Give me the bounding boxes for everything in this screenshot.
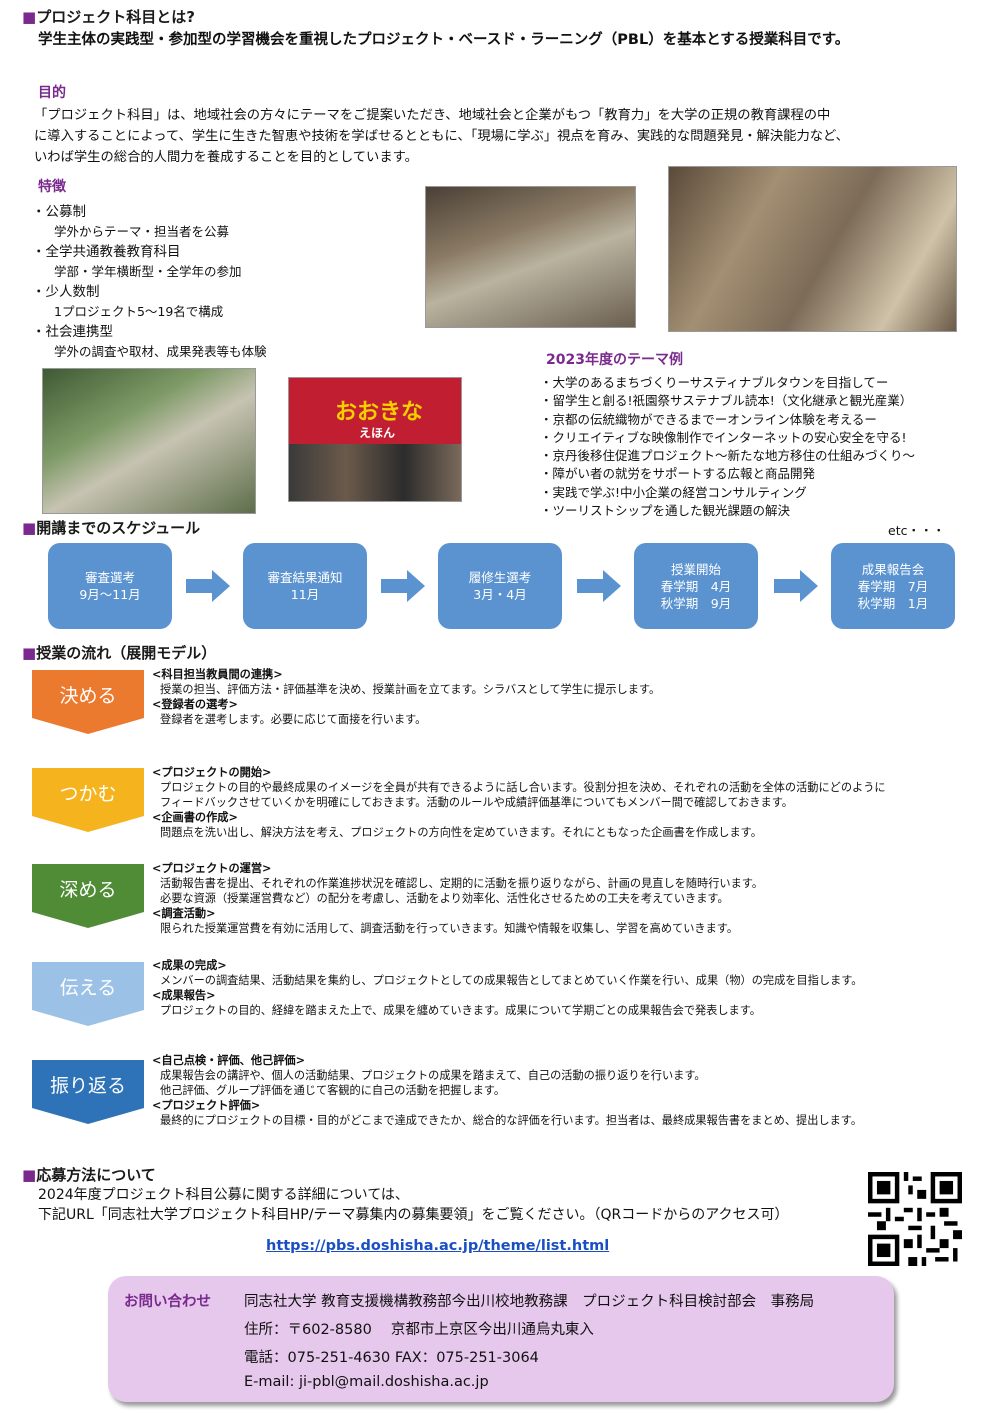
feature-title: ・社会連携型: [32, 324, 113, 340]
apply-text-2: 下記URL「同志社大学プロジェクト科目HP/テーマ募集内の募集要領」をご覧くださ…: [38, 1207, 789, 1223]
theme-item: ・大学のあるまちづくりーサスティナブルタウンを目指してー: [540, 375, 889, 390]
feature-title: ・公募制: [32, 204, 86, 220]
theme-item: ・ツーリストシップを通した観光課題の解決: [540, 503, 791, 519]
theme-item: ・クリエイティブな映像制作でインターネットの安心安全を守る!: [540, 429, 907, 445]
photo-students-bench: [42, 368, 256, 514]
purpose-text: 「プロジェクト科目」は、地域社会の方々にテーマをご提案いただき、地域社会と企業が…: [34, 105, 849, 168]
theme-item: ・京都の伝統織物ができるまでーオンライン体験を考えるー: [540, 411, 877, 427]
theme-item: ・京丹後移住促進プロジェクト～新たな地方移住の仕組みづくり～: [540, 448, 916, 464]
purpose-line: に導入することによって、学生に生きた智恵や技術を学ばせるとともに、「現場に学ぶ」…: [34, 129, 849, 144]
purpose-heading: 目的: [38, 85, 66, 101]
flow-step-reflect: 振り返る: [32, 1060, 144, 1124]
themes-list: ・大学のあるまちづくりーサスティナブルタウンを目指してー ・留学生と創る!祇園祭…: [540, 374, 915, 520]
schedule-step-review: 審査選考 9月～11月: [48, 543, 172, 629]
contact-phone: 電話：075-251-4630 FAX：075-251-3064: [244, 1350, 539, 1366]
flow-text-grasp: <プロジェクトの開始> プロジェクトの目的や最終成果のイメージを全員が共有できる…: [152, 766, 886, 839]
purpose-line: いわば学生の総合的人間力を養成することを目的としています。: [34, 150, 418, 165]
apply-url-link[interactable]: https://pbs.doshisha.ac.jp/theme/list.ht…: [266, 1238, 610, 1254]
schedule-heading: ■開講までのスケジュール: [22, 519, 201, 537]
banner-subtext: えほん: [359, 426, 396, 440]
schedule-step-notice: 審査結果通知 11月: [243, 543, 367, 629]
arrow-right-icon: [381, 570, 425, 602]
flow-text-reflect: <自己点検・評価、他己評価> 成果報告会の講評や、個人の活動結果、プロジェクトの…: [152, 1054, 863, 1127]
flow-text-deepen: <プロジェクトの運営> 活動報告書を提出、それぞれの作業進捗状況を確認し、定期的…: [152, 862, 764, 935]
arrow-right-icon: [774, 570, 818, 602]
features-heading: 特徴: [38, 179, 66, 195]
banner-text: おおきな: [335, 400, 424, 425]
apply-text-1: 2024年度プロジェクト科目公募に関する詳細については、: [38, 1187, 409, 1203]
feature-title: ・全学共通教養教育科目: [32, 244, 181, 260]
bullet-square-icon: ■: [22, 644, 37, 662]
photo-group-banner: おおきな えほん: [288, 377, 462, 502]
bullet-square-icon: ■: [22, 8, 37, 26]
feature-desc: 学外の調査や取材、成果発表等も体験: [54, 344, 267, 359]
flow-text-convey: <成果の完成> メンバーの調査結果、活動結果を集約し、プロジェクトとしての成果報…: [152, 959, 863, 1017]
intro-heading: ■プロジェクト科目とは?: [22, 8, 195, 26]
contact-address: 住所：〒602-8580 京都市上京区今出川通烏丸東入: [244, 1322, 594, 1338]
themes-etc: etc・・・: [888, 523, 945, 538]
intro-subheading: 学生主体の実践型・参加型の学習機会を重視したプロジェクト・ベースド・ラーニング（…: [38, 32, 850, 48]
contact-email[interactable]: E-mail: ji-pbl@mail.doshisha.ac.jp: [244, 1374, 489, 1390]
photo-model-viewing: [425, 186, 636, 328]
themes-heading: 2023年度のテーマ例: [546, 352, 683, 368]
bullet-square-icon: ■: [22, 519, 37, 537]
theme-item: ・留学生と創る!祇園祭サステナブル読本!（文化継承と観光産業）: [540, 393, 913, 409]
flow-heading: ■授業の流れ（展開モデル）: [22, 644, 217, 662]
purpose-line: 「プロジェクト科目」は、地域社会の方々にテーマをご提案いただき、地域社会と企業が…: [34, 108, 831, 123]
flow-step-grasp: つかむ: [32, 768, 144, 832]
feature-title: ・少人数制: [32, 284, 100, 300]
flow-step-deepen: 深める: [32, 864, 144, 928]
bullet-square-icon: ■: [22, 1166, 37, 1184]
arrow-right-icon: [577, 570, 621, 602]
feature-desc: 学外からテーマ・担当者を公募: [54, 224, 230, 239]
qr-code-icon[interactable]: [868, 1172, 962, 1266]
contact-org: 同志社大学 教育支援機構教務部今出川校地教務課 プロジェクト科目検討部会 事務局: [244, 1294, 815, 1310]
flow-step-decide: 決める: [32, 670, 144, 734]
schedule-step-class-start: 授業開始 春学期 4月 秋学期 9月: [634, 543, 758, 629]
flow-step-convey: 伝える: [32, 962, 144, 1026]
features-list: ・公募制 学外からテーマ・担当者を公募 ・全学共通教養教育科目 学部・学年横断型…: [32, 202, 267, 362]
schedule-step-report: 成果報告会 春学期 7月 秋学期 1月: [831, 543, 955, 629]
arrow-right-icon: [186, 570, 230, 602]
theme-item: ・障がい者の就労をサポートする広報と商品開発: [540, 466, 816, 482]
contact-box: お問い合わせ 同志社大学 教育支援機構教務部今出川校地教務課 プロジェクト科目検…: [108, 1276, 894, 1402]
flow-text-decide: <科目担当教員間の連携> 授業の担当、評価方法・評価基準を決め、授業計画を立てま…: [152, 668, 661, 726]
apply-heading: ■応募方法について: [22, 1166, 156, 1184]
feature-desc: 1プロジェクト5～19名で構成: [54, 304, 224, 319]
schedule-step-selection: 履修生選考 3月・4月: [438, 543, 562, 629]
photo-market-interview: [668, 166, 957, 332]
theme-item: ・実践で学ぶ!中小企業の経営コンサルティング: [540, 484, 807, 500]
contact-label: お問い合わせ: [124, 1294, 211, 1310]
feature-desc: 学部・学年横断型・全学年の参加: [54, 264, 242, 279]
